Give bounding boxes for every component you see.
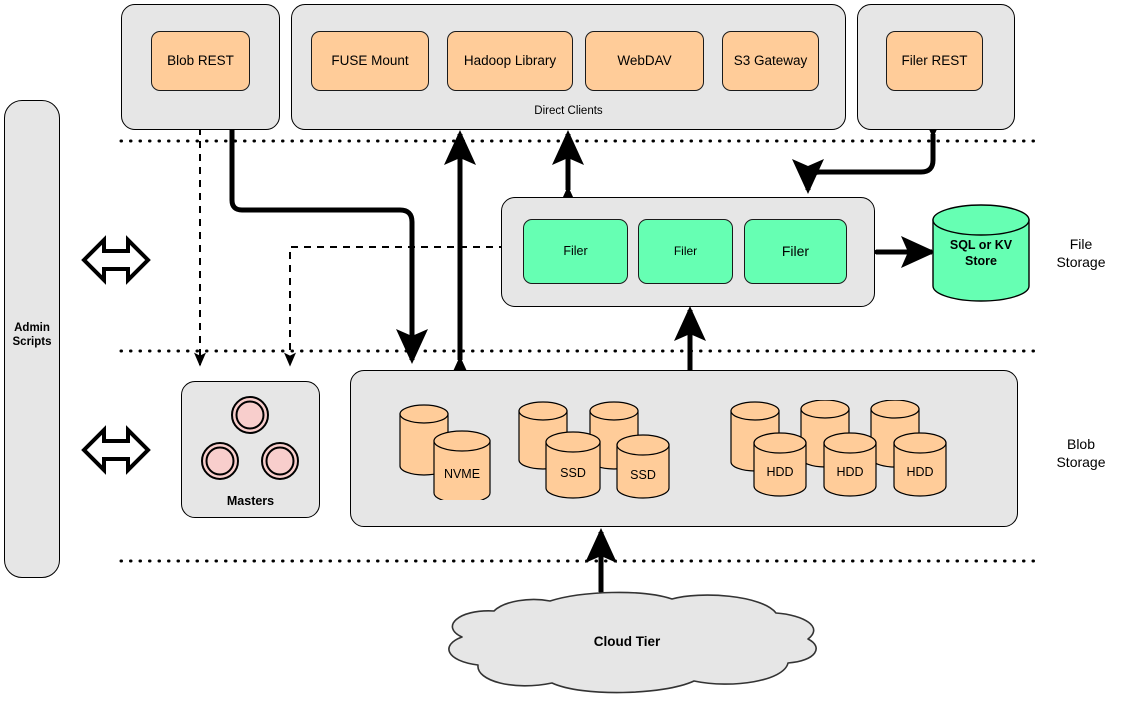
- tier-label-file-storage: File Storage: [1056, 236, 1106, 270]
- node-hadoop-library-label: Hadoop Library: [463, 53, 557, 69]
- node-sql-kv-store[interactable]: SQL or KV Store: [932, 204, 1030, 302]
- node-webdav[interactable]: WebDAV: [585, 31, 704, 91]
- admin-scripts-panel[interactable]: [4, 100, 60, 578]
- node-filer-2-label: Filer: [673, 243, 698, 258]
- admin-scripts-label: Admin Scripts: [12, 322, 52, 349]
- node-fuse-mount[interactable]: FUSE Mount: [311, 31, 429, 91]
- node-filer-1[interactable]: Filer: [523, 219, 628, 284]
- admin-arrow-file: [81, 235, 151, 285]
- tier-label-blob-storage: Blob Storage: [1056, 436, 1106, 470]
- nvme-cylinders: [399, 404, 491, 504]
- node-hadoop-library[interactable]: Hadoop Library: [447, 31, 573, 91]
- volume-group-nvme[interactable]: NVME: [398, 404, 494, 504]
- cloud-tier[interactable]: Cloud Tier: [432, 589, 822, 697]
- node-s3-gateway-label: S3 Gateway: [733, 53, 808, 69]
- ssd-cylinders: [518, 401, 670, 499]
- node-filer-rest[interactable]: Filer REST: [886, 31, 983, 91]
- node-filer-3-label: Filer: [781, 243, 810, 260]
- masters-label: Masters: [226, 494, 275, 508]
- node-filer-1-label: Filer: [563, 244, 588, 259]
- node-filer-rest-label: Filer REST: [901, 53, 968, 69]
- volume-group-ssd[interactable]: SSD SSD: [517, 400, 687, 500]
- node-s3-gateway[interactable]: S3 Gateway: [722, 31, 819, 91]
- node-fuse-mount-label: FUSE Mount: [331, 53, 409, 69]
- sql-kv-store-shape: [932, 204, 1030, 302]
- hdd-cylinders: [730, 399, 947, 497]
- cloud-shape: [448, 591, 817, 694]
- connector-blobrest-to-volumes: [229, 128, 428, 365]
- blob-rest-group: [121, 4, 280, 130]
- volume-group-hdd[interactable]: HDD HDD HDD: [729, 399, 951, 500]
- connector-filerrest-to-filers: [791, 103, 949, 195]
- node-blob-rest-label: Blob REST: [167, 53, 234, 69]
- node-filer-3[interactable]: Filer: [744, 219, 847, 284]
- node-blob-rest[interactable]: Blob REST: [151, 31, 250, 91]
- node-filer-2[interactable]: Filer: [638, 219, 733, 284]
- admin-double-arrows: [81, 235, 151, 475]
- node-webdav-label: WebDAV: [617, 53, 672, 69]
- admin-arrow-blob: [81, 425, 151, 475]
- direct-clients-caption: Direct Clients: [534, 105, 603, 117]
